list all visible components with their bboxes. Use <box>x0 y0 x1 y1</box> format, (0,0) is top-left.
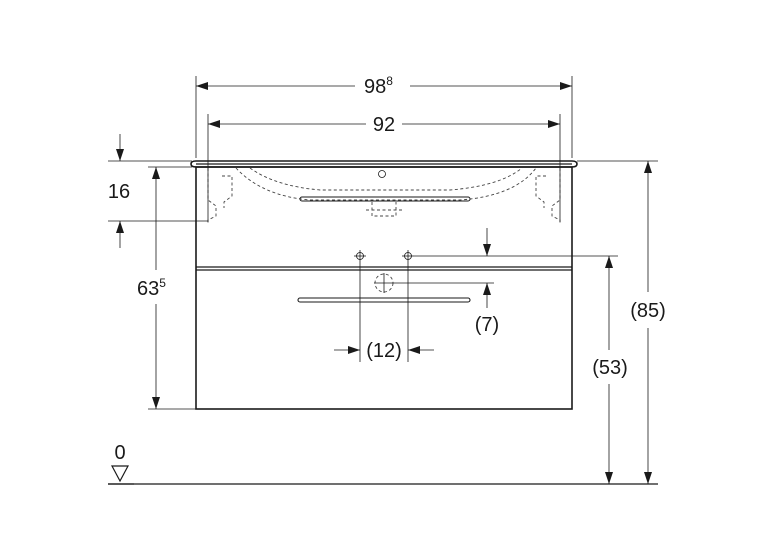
drain-offset-label: (7) <box>475 314 499 336</box>
tap-hole <box>378 170 386 178</box>
valve-spacing-label: (12) <box>366 340 402 362</box>
arrow-left-icon <box>196 82 208 90</box>
basin-drain-hidden <box>371 202 397 217</box>
basin-bowl-hidden <box>235 167 537 201</box>
arrow-up-icon <box>644 161 652 173</box>
arrow-left-icon <box>408 346 420 354</box>
drawer-handle <box>297 297 471 303</box>
arrow-up-icon <box>483 283 491 295</box>
arrow-up-icon <box>152 167 160 179</box>
vanity-unit <box>190 160 578 410</box>
arrow-up-icon <box>605 256 613 268</box>
cabinet-height-label: 635 <box>137 276 166 300</box>
arrow-down-icon <box>116 149 124 161</box>
arrow-down-icon <box>644 472 652 484</box>
level-triangle-icon <box>111 465 129 483</box>
dimension-basin-width: 92 <box>207 114 561 222</box>
basin-width-label: 92 <box>373 114 395 136</box>
dimension-drain-offset: (7) <box>394 228 499 336</box>
arrow-up-icon <box>116 221 124 233</box>
dimension-drain-height: (53) <box>414 255 628 484</box>
drain-height-label: (53) <box>592 357 628 379</box>
overall-height-label: (85) <box>630 300 666 322</box>
valve-left-icon <box>354 250 366 262</box>
arrow-down-icon <box>605 472 613 484</box>
left-bracket-inner-hidden <box>222 175 233 208</box>
dimension-overall-height: (85) <box>577 160 666 484</box>
overall-width-label: 988 <box>364 74 393 98</box>
arrow-right-icon <box>348 346 360 354</box>
arrow-down-icon <box>483 244 491 256</box>
floor-level-label: 0 <box>114 442 125 464</box>
floor-reference: 0 <box>108 442 658 485</box>
basin-bowl-inner-hidden <box>249 167 523 191</box>
basin-overflow-slot <box>299 196 471 202</box>
arrow-left-icon <box>208 120 220 128</box>
left-bracket-hidden <box>207 168 217 224</box>
dimension-valve-spacing: (12) <box>334 262 434 362</box>
dimension-overall-width: 988 <box>195 74 573 158</box>
arrow-down-icon <box>152 397 160 409</box>
arrow-right-icon <box>548 120 560 128</box>
right-bracket-inner-hidden <box>535 175 546 208</box>
cabinet-body <box>195 166 573 410</box>
valve-right-icon <box>402 250 414 262</box>
top-thickness-label: 16 <box>108 181 130 203</box>
dimension-cabinet-height: 635 <box>137 166 196 410</box>
arrow-right-icon <box>560 82 572 90</box>
dimension-top-thickness: 16 <box>108 134 208 248</box>
right-bracket-hidden <box>551 168 561 224</box>
